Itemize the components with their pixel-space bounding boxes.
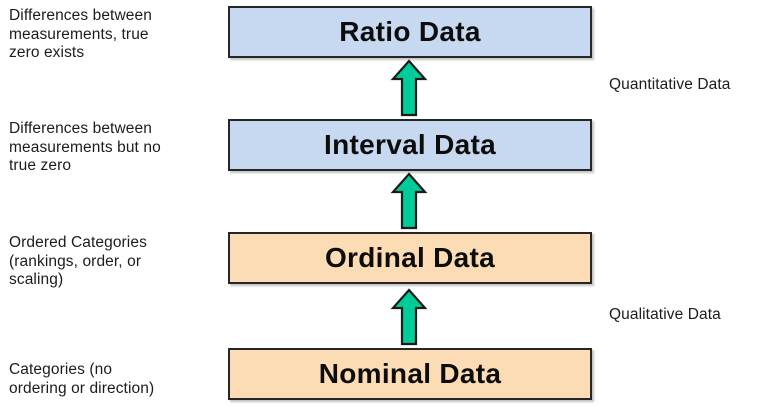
level-box-ordinal: Ordinal Data	[228, 232, 592, 284]
description-ordinal: Ordered Categories (rankings, order, or …	[9, 234, 147, 288]
up-arrow-icon-ordinal-to-interval	[390, 172, 428, 230]
level-box-ratio: Ratio Data	[228, 6, 592, 58]
level-label-ratio: Ratio Data	[339, 16, 481, 47]
group-label-quantitative: Quantitative Data	[609, 76, 731, 93]
group-label-qualitative: Qualitative Data	[609, 306, 721, 323]
description-nominal: Categories (no ordering or direction)	[9, 361, 155, 397]
level-label-ordinal: Ordinal Data	[324, 242, 496, 273]
up-arrow-icon-nominal-to-ordinal	[390, 288, 428, 346]
description-interval: Differences between measurements but no …	[9, 120, 161, 174]
level-box-nominal: Nominal Data	[228, 348, 592, 400]
description-ratio: Differences between measurements, true z…	[9, 7, 152, 61]
up-arrow-icon-interval-to-ratio	[390, 59, 428, 117]
level-label-nominal: Nominal Data	[318, 358, 502, 389]
level-label-interval: Interval Data	[324, 129, 496, 160]
level-box-interval: Interval Data	[228, 119, 592, 171]
